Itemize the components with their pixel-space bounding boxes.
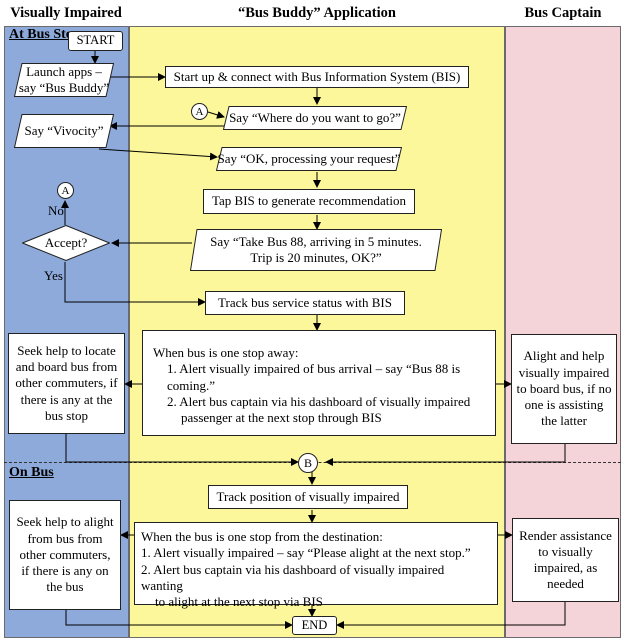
seek-alight-line: if there is any on [21, 563, 109, 579]
where-prompt: Say “Where do you want to go?” [223, 106, 407, 130]
one-stop-head: When bus is one stop away: [153, 345, 299, 360]
section-on-bus: On Bus [9, 465, 54, 480]
one-stop-away-step: When bus is one stop away: 1. Alert visu… [142, 330, 496, 436]
seek-board-help-step: Seek help to locate and board bus from o… [8, 333, 125, 434]
section-at-bus-stop: At Bus Stop [9, 27, 81, 42]
render-assistance-step: Render assistance to visually impaired, … [512, 518, 619, 602]
launch-app-step: Launch apps –say “Bus Buddy” [14, 63, 114, 97]
alight-help-line: Alight and help [523, 348, 605, 364]
alight-help-line: the latter [541, 413, 587, 429]
startup-step: Start up & connect with Bus Information … [165, 66, 469, 88]
tap-bis-step: Tap BIS to generate recommendation [203, 189, 415, 214]
start-terminal: START [68, 31, 123, 51]
seek-board-line: bus stop [45, 407, 88, 423]
where-text: Say “Where do you want to go?” [229, 109, 401, 125]
seek-board-line: Seek help to locate [17, 342, 116, 358]
render-line: to visually [538, 543, 593, 559]
end-terminal: END [292, 616, 337, 635]
dest-item-2b: to alight at the next stop via BIS [155, 594, 323, 609]
processing-prompt: Say “OK, processing your request” [216, 147, 402, 171]
seek-alight-line: from bus from [27, 530, 103, 546]
render-line: needed [547, 576, 584, 592]
render-line: Render assistance [519, 527, 612, 543]
take-bus-prompt: Say “Take Bus 88, arriving in 5 minutes.… [190, 229, 442, 271]
seek-board-line: and board bus from [15, 359, 118, 375]
seek-board-line: there is any at the [20, 391, 113, 407]
one-stop-item-1: 1. Alert visually impaired of bus arriva… [167, 361, 461, 393]
seek-alight-line: the bus [46, 579, 84, 595]
alight-help-line: one is assisting [524, 397, 604, 413]
seek-alight-line: other commuters, [19, 546, 111, 562]
seek-alight-line: Seek help to alight [16, 514, 114, 530]
processing-text: Say “OK, processing your request” [217, 150, 401, 166]
track-status-step: Track bus service status with BIS [205, 291, 405, 315]
dest-item-1: 1. Alert visually impaired – say “Please… [141, 545, 471, 561]
alight-help-line: to board bus, if no [516, 380, 612, 396]
dest-head: When the bus is one stop from the destin… [141, 529, 383, 544]
vivocity-input: Say “Vivocity” [14, 114, 114, 148]
vivocity-text: Say “Vivocity” [24, 122, 104, 138]
track-position-step: Track position of visually impaired [208, 485, 408, 509]
accept-decision: Accept? [22, 225, 110, 261]
alight-help-step: Alight and help visually impaired to boa… [511, 334, 617, 444]
seek-board-line: other commuters, if [15, 375, 118, 391]
take-line-1: Say “Take Bus 88, arriving in 5 minutes. [210, 233, 422, 249]
connector-a-top: A [191, 103, 208, 120]
no-label: No [48, 203, 64, 218]
one-stop-item-2a: 2. Alert bus captain via his dashboard o… [167, 393, 471, 409]
alight-help-line: visually impaired [518, 364, 610, 380]
render-line: impaired, as [533, 560, 598, 575]
launch-line-2: say “Bus Buddy” [18, 80, 110, 95]
one-stop-item-2b: passenger at the next stop through BIS [181, 410, 382, 425]
take-line-2: Trip is 20 minutes, OK?” [250, 250, 382, 265]
accept-text: Accept? [44, 234, 88, 250]
one-stop-destination-step: When the bus is one stop from the destin… [134, 522, 498, 609]
lane-header-application: “Bus Buddy” Application [238, 5, 396, 21]
seek-alight-help-step: Seek help to alight from bus from other … [9, 500, 121, 610]
dest-item-2a: 2. Alert bus captain via his dashboard o… [141, 561, 445, 593]
yes-label: Yes [44, 268, 63, 283]
connector-b: B [298, 453, 318, 473]
lane-header-visually-impaired: Visually Impaired [10, 5, 122, 21]
connector-a-no: A [57, 182, 74, 199]
lane-header-bus-captain: Bus Captain [524, 5, 602, 21]
launch-line-1: Launch apps – [26, 63, 102, 79]
